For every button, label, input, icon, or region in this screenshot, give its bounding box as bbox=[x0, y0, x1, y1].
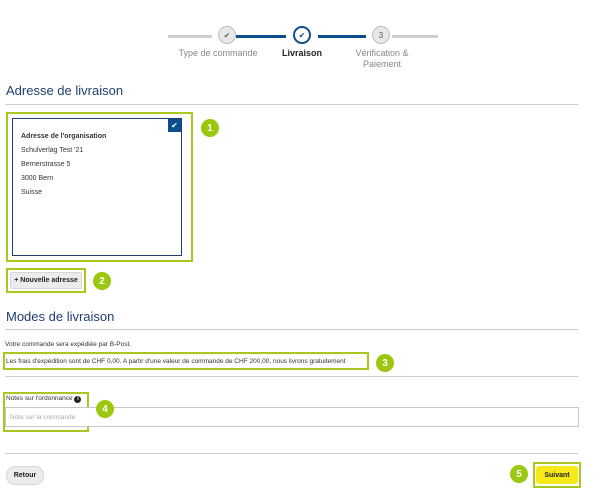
step-3-label-line1: Vérification & bbox=[355, 48, 409, 58]
step-2-label: Livraison bbox=[281, 48, 322, 58]
step-1-label[interactable]: Type de commande bbox=[178, 48, 258, 58]
shipping-method-info: Votre commande sera expédiée par B-Post. bbox=[5, 341, 132, 348]
new-address-button[interactable]: + Nouvelle adresse bbox=[10, 272, 82, 289]
order-notes-label: Notes sur l'ordonnance i bbox=[6, 395, 82, 403]
stepper-line-3 bbox=[392, 35, 438, 38]
annotation-badge-4: 4 bbox=[96, 400, 114, 418]
annotation-badge-5: 5 bbox=[510, 465, 528, 483]
annotation-badge-3: 3 bbox=[376, 354, 394, 372]
check-icon: ✔ bbox=[168, 119, 181, 132]
stepper-line-2 bbox=[318, 35, 366, 38]
highlight-frame-3 bbox=[3, 352, 369, 370]
step-1-check-icon[interactable]: ✔ bbox=[218, 26, 236, 44]
annotation-badge-1: 1 bbox=[201, 119, 219, 137]
info-icon[interactable]: i bbox=[74, 396, 82, 403]
step-3-label-line2: Paiement bbox=[362, 59, 402, 69]
stepper-line-1a bbox=[168, 35, 212, 38]
address-line: Schulverlag Test '21 bbox=[21, 147, 84, 154]
delivery-modes-heading: Modes de livraison bbox=[6, 309, 115, 324]
back-button[interactable]: Retour bbox=[6, 466, 44, 485]
divider bbox=[5, 329, 578, 330]
step-3-number: 3 bbox=[372, 26, 390, 44]
address-card[interactable]: ✔ Adresse de l'organisation Schulverlag … bbox=[12, 118, 182, 256]
order-notes-input[interactable]: Note sur la commande bbox=[5, 407, 579, 427]
divider bbox=[5, 376, 578, 377]
address-line: Suisse bbox=[21, 189, 43, 196]
address-line: Bernerstrasse 5 bbox=[21, 161, 71, 168]
order-notes-label-text: Notes sur l'ordonnance bbox=[6, 395, 73, 402]
order-notes-placeholder: Note sur la commande bbox=[10, 414, 76, 421]
annotation-badge-2: 2 bbox=[93, 272, 111, 290]
highlight-frame-5 bbox=[533, 462, 581, 488]
address-title: Adresse de l'organisation bbox=[21, 133, 107, 140]
address-line: 3000 Bern bbox=[21, 175, 54, 182]
highlight-frame-2 bbox=[6, 268, 86, 293]
next-button[interactable]: Suivant bbox=[536, 466, 578, 484]
shipping-costs-text: Les frais d'expédition sont de CHF 0,00.… bbox=[6, 358, 346, 365]
step-2-check-icon: ✔ bbox=[293, 26, 311, 44]
stepper-line-1b bbox=[236, 35, 286, 38]
step-3-label: Vérification & Paiement bbox=[336, 48, 428, 70]
divider bbox=[5, 104, 578, 105]
highlight-frame-1 bbox=[6, 112, 193, 262]
divider bbox=[5, 453, 578, 454]
delivery-address-heading: Adresse de livraison bbox=[6, 83, 124, 98]
